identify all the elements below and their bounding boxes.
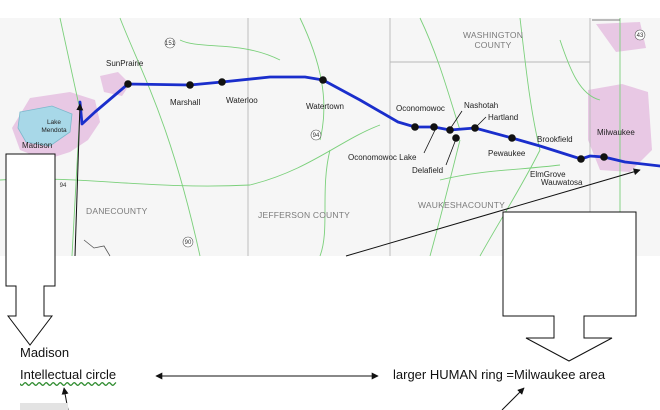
- place-label-waterloo: Waterloo: [226, 96, 258, 105]
- place-label-oconomowoc-lake: Oconomowoc Lake: [348, 153, 417, 162]
- place-labels: SunPrairie Lake Mendota Madison Marshall…: [22, 59, 635, 187]
- town-dot-sun-prairie: [124, 80, 132, 88]
- place-label-elm-grove: ElmGrove: [530, 170, 566, 179]
- down-arrow-madison: [5, 153, 56, 346]
- place-label-madison: Madison: [22, 141, 52, 150]
- town-dot-wauwatosa: [600, 153, 608, 161]
- road-shields: 151 94 90 94 43: [60, 29, 646, 248]
- leader-lines: [423, 110, 487, 166]
- milwaukee-caption-pointer: [501, 387, 525, 410]
- place-label-mendota: Mendota: [41, 127, 67, 134]
- county-label-county: COUNTY: [474, 40, 511, 50]
- road-number-90: 90: [185, 240, 192, 246]
- place-label-pewaukee: Pewaukee: [488, 149, 526, 158]
- madison-pointer-arrow: [74, 103, 84, 257]
- madison-caption-subtitle: Intellectual circle: [20, 367, 117, 382]
- place-label-sun-prairie: SunPrairie: [106, 59, 144, 68]
- milwaukee-caption: larger HUMAN ring =Milwaukee area: [393, 367, 606, 382]
- county-labels: WASHINGTON COUNTY DANECOUNTY JEFFERSON C…: [86, 30, 523, 220]
- road-number-94: 94: [313, 133, 320, 139]
- road-shield-90: [182, 236, 194, 248]
- milwaukee-pointer-arrow: [345, 168, 641, 257]
- place-label-milwaukee: Milwaukee: [597, 128, 635, 137]
- caption-shadow-strip: [20, 403, 68, 410]
- down-arrow-milwaukee: [502, 211, 637, 362]
- place-label-oconomowoc: Oconomowoc: [396, 104, 445, 113]
- county-label-dane: DANECOUNTY: [86, 206, 148, 216]
- road-shield-43: [634, 29, 646, 41]
- town-dot-oconomowoc: [411, 123, 419, 131]
- county-label-waukesha: WAUKESHACOUNTY: [418, 200, 505, 210]
- place-label-brookfield: Brookfield: [537, 135, 573, 144]
- county-lines: [247, 18, 591, 256]
- place-label-watertown: Watertown: [306, 102, 344, 111]
- road-number-151: 151: [165, 41, 176, 47]
- town-dot-pewaukee: [508, 134, 516, 142]
- town-dot-waterloo: [218, 78, 226, 86]
- road-number-43: 43: [637, 33, 644, 39]
- county-label-jefferson: JEFFERSON COUNTY: [258, 210, 350, 220]
- madison-caption-title: Madison: [20, 345, 70, 360]
- pointer-arrows: [61, 103, 641, 410]
- county-label-washington: WASHINGTON: [463, 30, 523, 40]
- place-label-lake: Lake: [47, 119, 61, 126]
- town-dot-watertown: [319, 76, 327, 84]
- road-shield-94-east: [310, 129, 322, 141]
- place-label-hartland: Hartland: [488, 113, 518, 122]
- place-label-delafield: Delafield: [412, 166, 443, 175]
- lake-mendota: [17, 105, 73, 147]
- road-shield-151: [164, 37, 176, 49]
- road-number-94-west: 94: [60, 183, 67, 189]
- town-dot-marshall: [186, 81, 194, 89]
- map-edge-markings: [83, 19, 620, 257]
- town-dot-delafield: [452, 134, 460, 142]
- route-line: [78, 75, 660, 168]
- town-dot-nashotah: [446, 126, 454, 134]
- town-dot-elm-grove: [577, 155, 585, 163]
- place-label-wauwatosa: Wauwatosa: [541, 178, 583, 187]
- map-image: 151 94 90 94 43 WASHINGTON COUNTY DANECO…: [0, 17, 660, 257]
- place-label-marshall: Marshall: [170, 98, 200, 107]
- town-dot-oconomowoc-lake: [430, 123, 438, 131]
- place-label-nashotah: Nashotah: [464, 101, 498, 110]
